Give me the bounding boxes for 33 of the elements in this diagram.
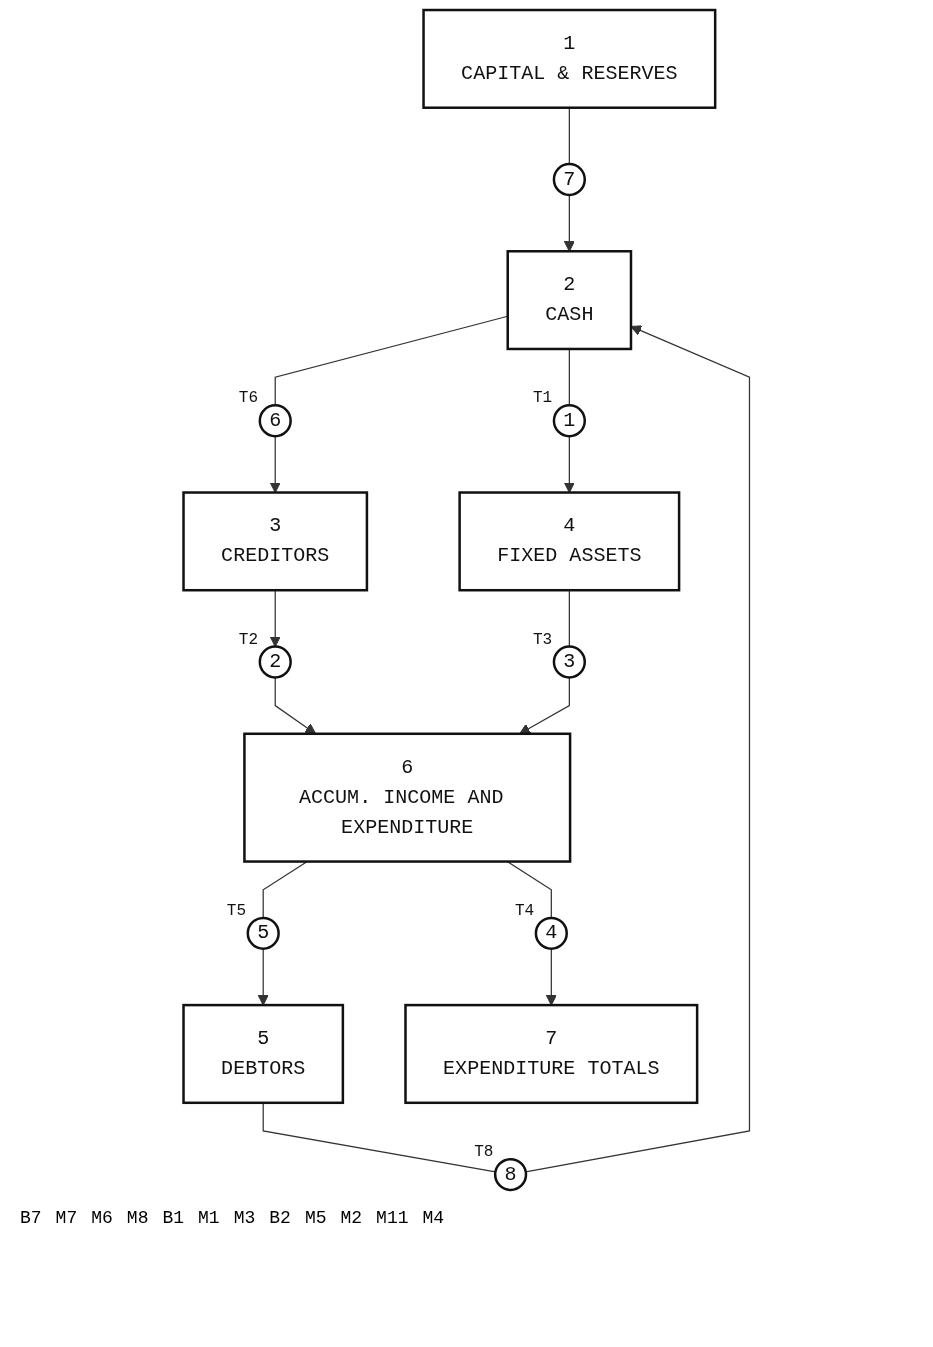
node-circle: 1 [552, 404, 587, 438]
arrow [525, 325, 751, 1173]
connector [568, 107, 570, 165]
marker-label: M4 [422, 1208, 445, 1228]
node-box: 2 CASH [506, 250, 633, 351]
node-circle: 8 [493, 1157, 528, 1192]
node-box: 3 CREDITORS [182, 491, 369, 592]
arrow [563, 194, 575, 252]
marker-label: B2 [269, 1208, 291, 1228]
marker-label: M5 [304, 1208, 327, 1228]
node-box: 5 DEBTORS [182, 1003, 345, 1105]
node-circle: 4 [534, 916, 568, 950]
marker-label: B1 [162, 1208, 185, 1228]
marker-label: M2 [340, 1208, 363, 1228]
connector [568, 348, 570, 406]
node-box: 4 FIXED ASSETS [458, 491, 681, 592]
node-circle: 3 [552, 645, 587, 679]
arrow [257, 948, 269, 1006]
marker-label: M3 [233, 1208, 256, 1228]
marker-label: M11 [376, 1208, 409, 1228]
marker-label: M1 [198, 1208, 220, 1228]
node-circle: 7 [552, 162, 587, 197]
node-box: 7 EXPENDITURE TOTALS [404, 1003, 699, 1105]
node-box: 1 CAPITAL & RESERVES [422, 8, 717, 109]
marker-label: M8 [126, 1208, 149, 1228]
marker-label: M6 [91, 1208, 113, 1228]
node-circle: 5 [246, 916, 280, 950]
node-circle: 2 [258, 645, 292, 679]
node-circle: 6 [258, 404, 292, 438]
arrow [545, 948, 557, 1006]
marker-label: M7 [55, 1208, 78, 1228]
marker-label: B7 [20, 1208, 42, 1228]
node-box: 6 ACCUM. INCOME AND EXPENDITURE [243, 732, 572, 863]
